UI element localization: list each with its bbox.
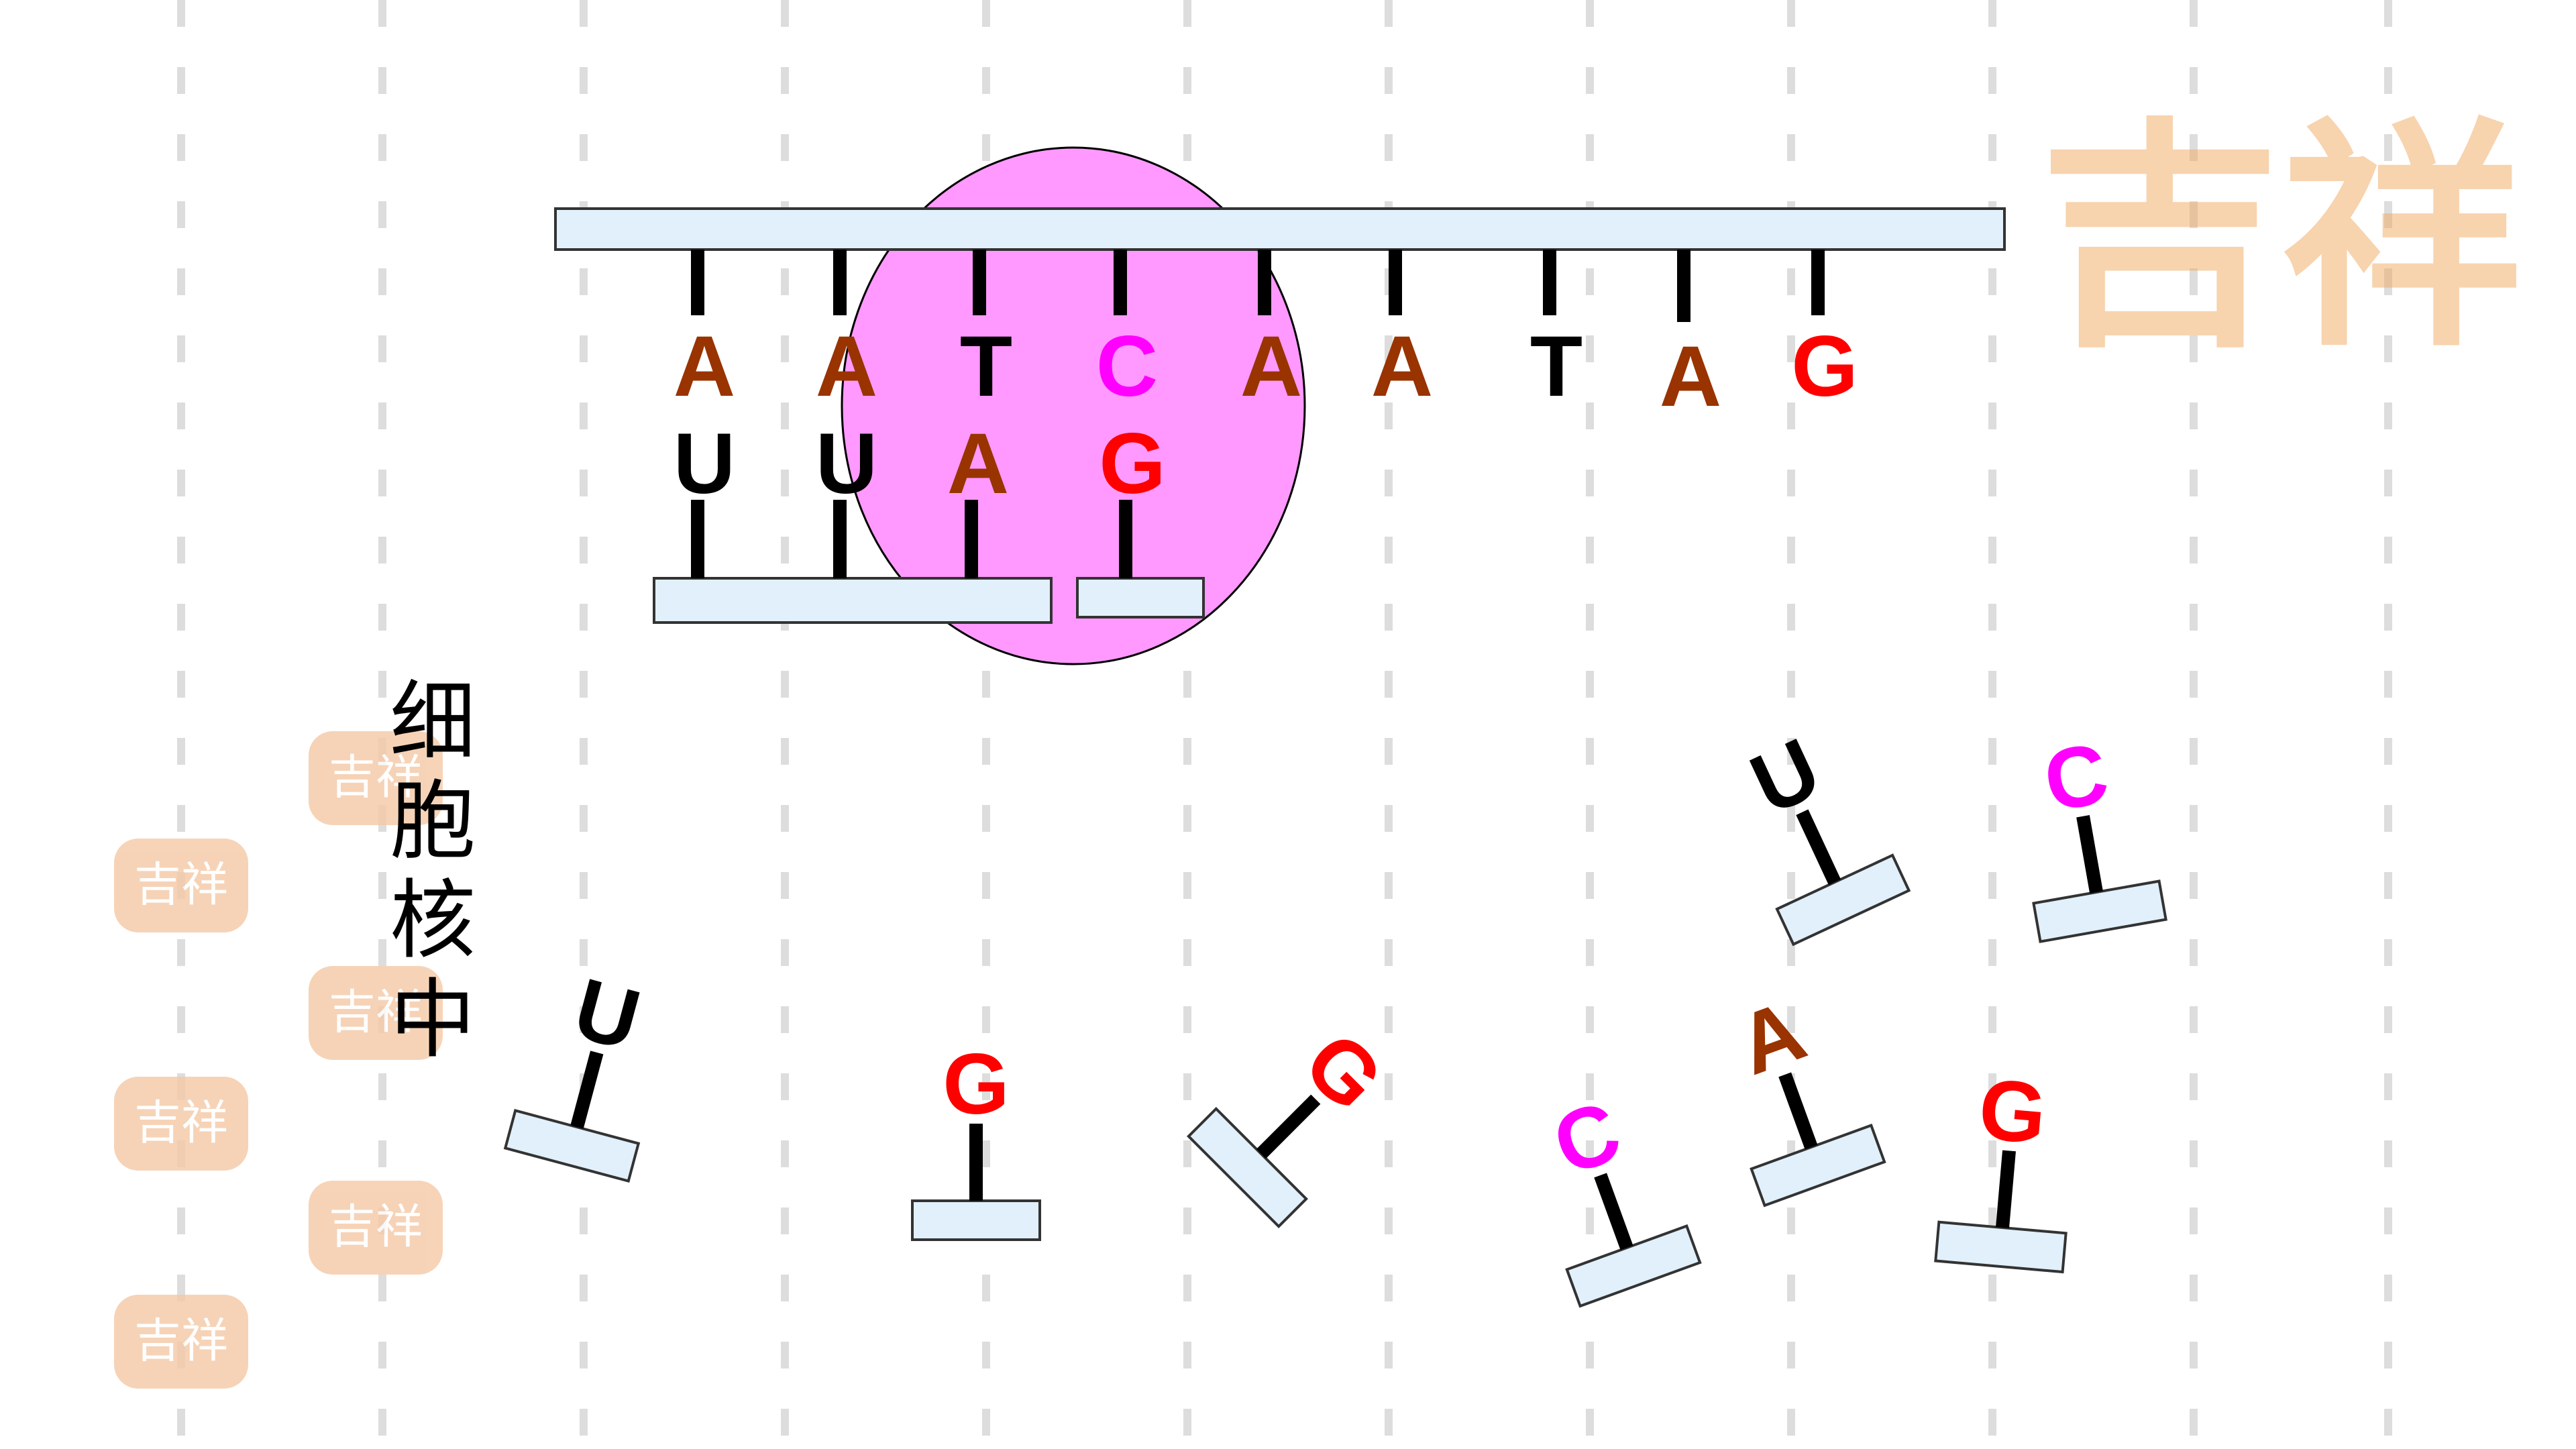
template-base-5: A — [1240, 319, 1302, 415]
free-nucleotide-base-8: G — [1975, 1061, 2050, 1163]
location-label-char-4: 中 — [390, 970, 476, 1070]
seal-stamp-4-glyphs: 吉祥 — [134, 1095, 228, 1150]
seal-stamp-1-glyphs: 吉祥 — [329, 749, 423, 804]
location-label-char-3: 核 — [390, 871, 476, 971]
location-label-char-1: 细 — [390, 672, 476, 772]
template-base-8: A — [1660, 329, 1721, 425]
free-nucleotide-pad-4 — [911, 1199, 1041, 1241]
free-nucleotide-base-2: C — [2037, 725, 2115, 830]
free-nucleotide-base-3: U — [565, 960, 649, 1069]
seal-stamp-3-glyphs: 吉祥 — [329, 984, 423, 1039]
free-nucleotide-pad-8 — [1934, 1220, 2068, 1274]
free-nucleotide-2: C — [2032, 725, 2167, 943]
seal-stamp-3: 吉祥 — [309, 966, 443, 1060]
seal-stamp-5: 吉祥 — [309, 1181, 443, 1275]
free-nucleotide-base-4: G — [943, 1036, 1010, 1132]
seal-stamp-6-glyphs: 吉祥 — [134, 1313, 228, 1368]
seal-stamp-6: 吉祥 — [114, 1295, 248, 1389]
rna-new-segment — [1076, 577, 1205, 619]
free-nucleotide-stick-7 — [1778, 1072, 1818, 1150]
free-nucleotide-stick-1 — [1796, 809, 1841, 885]
free-nucleotide-7: A — [1726, 982, 1886, 1208]
free-nucleotide-stick-8 — [1996, 1150, 2016, 1228]
seal-stamp-4: 吉祥 — [114, 1077, 248, 1171]
free-nucleotide-pad-2 — [2032, 879, 2167, 943]
template-base-9: G — [1791, 319, 1858, 415]
enzyme-oval — [841, 146, 1306, 665]
free-nucleotide-base-6: C — [1542, 1083, 1633, 1194]
rna-backbone — [653, 577, 1053, 624]
template-base-7: T — [1530, 319, 1582, 415]
seal-stamp-2: 吉祥 — [114, 839, 248, 932]
rna-base-3: A — [947, 416, 1009, 512]
free-nucleotide-1: U — [1737, 720, 1911, 947]
template-base-2: A — [816, 319, 877, 415]
template-base-6: A — [1371, 319, 1433, 415]
large-corner-seal-glyphs: 吉祥 — [2039, 95, 2522, 379]
free-nucleotide-base-7: A — [1726, 982, 1817, 1093]
location-label-char-2: 胞 — [390, 771, 476, 871]
free-nucleotide-3: U — [503, 960, 649, 1183]
free-nucleotide-pad-6 — [1565, 1224, 1702, 1308]
seal-stamp-1: 吉祥 — [309, 731, 443, 825]
free-nucleotide-pad-1 — [1775, 853, 1911, 947]
template-backbone — [554, 207, 2006, 251]
rna-base-1: U — [674, 416, 735, 512]
free-nucleotide-base-1: U — [1737, 720, 1834, 833]
free-nucleotide-stick-5 — [1256, 1094, 1321, 1159]
template-base-4: C — [1096, 319, 1158, 415]
rna-polymerase-enzyme — [841, 146, 1306, 665]
free-nucleotide-6: C — [1542, 1083, 1702, 1308]
free-nucleotide-stick-3 — [570, 1051, 604, 1129]
seal-stamp-2-glyphs: 吉祥 — [134, 857, 228, 912]
free-nucleotide-stick-2 — [2076, 815, 2103, 894]
seal-stamp-5-glyphs: 吉祥 — [329, 1199, 423, 1254]
large-corner-seal: 吉祥 — [2039, 95, 2522, 379]
free-nucleotide-8: G — [1934, 1061, 2068, 1274]
free-nucleotide-stick-6 — [1594, 1173, 1633, 1250]
template-base-1: A — [674, 319, 735, 415]
rna-base-2: U — [816, 416, 877, 512]
free-nucleotide-4: G — [911, 1036, 1041, 1241]
free-nucleotide-pad-7 — [1750, 1123, 1886, 1208]
template-base-3: T — [960, 319, 1012, 415]
rna-base-4: G — [1099, 416, 1166, 512]
